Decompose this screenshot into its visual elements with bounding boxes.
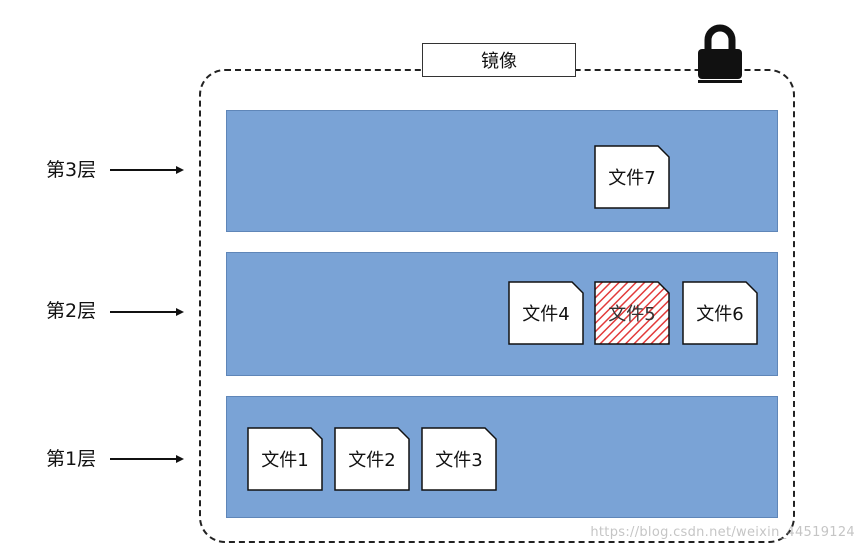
layer-2-arrow-icon — [110, 308, 184, 316]
file-label: 文件3 — [435, 450, 483, 471]
file-label: 文件5 — [608, 304, 656, 325]
document-icon — [334, 427, 410, 491]
file-label: 文件7 — [608, 168, 656, 189]
file-2: 文件2 — [334, 427, 410, 491]
layer-1-label: 第1层 — [46, 448, 97, 470]
document-icon — [508, 281, 584, 345]
layer-3-band — [226, 110, 778, 232]
watermark: https://blog.csdn.net/weixin_44519124 — [590, 525, 855, 540]
lock-icon — [694, 20, 746, 84]
file-1: 文件1 — [247, 427, 323, 491]
file-label: 文件2 — [348, 450, 396, 471]
layer-2-label: 第2层 — [46, 300, 97, 322]
hatched-document-icon — [594, 281, 670, 345]
document-icon — [247, 427, 323, 491]
image-title: 镜像 — [422, 43, 576, 77]
layer-1-arrow-icon — [110, 455, 184, 463]
layer-3-arrow-icon — [110, 166, 184, 174]
file-4: 文件4 — [508, 281, 584, 345]
file-label: 文件6 — [696, 304, 744, 325]
file-6: 文件6 — [682, 281, 758, 345]
document-icon — [682, 281, 758, 345]
document-icon — [594, 145, 670, 209]
layer-3-label: 第3层 — [46, 159, 97, 181]
file-label: 文件1 — [261, 450, 309, 471]
file-5-highlighted: 文件5 — [594, 281, 670, 345]
document-icon — [421, 427, 497, 491]
file-7: 文件7 — [594, 145, 670, 209]
file-3: 文件3 — [421, 427, 497, 491]
file-label: 文件4 — [522, 304, 570, 325]
